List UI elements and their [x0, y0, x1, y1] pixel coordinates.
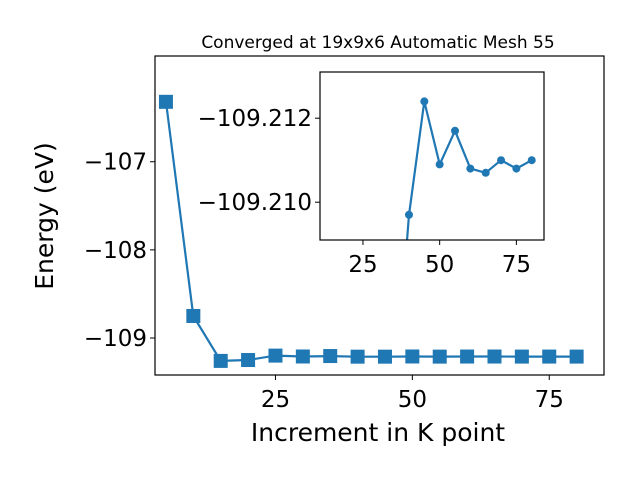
main-x-tick-label: 50: [398, 387, 427, 413]
main-data-point: [377, 349, 392, 364]
inset-data-point: [451, 126, 460, 135]
inset-axis-ticks: 25 50 75 −109.212 −109.210: [198, 106, 531, 278]
main-data-point: [405, 349, 420, 364]
main-data-point: [569, 349, 584, 364]
inset-data-point: [512, 164, 521, 173]
main-data-point: [542, 349, 557, 364]
main-plot-area: [158, 94, 584, 368]
main-data-point: [323, 349, 338, 364]
main-data-point: [432, 349, 447, 364]
main-data-point: [158, 94, 173, 109]
main-plot-frame: [154, 55, 605, 376]
x-axis-label: Increment in K point: [251, 418, 505, 447]
inset-data-point: [420, 97, 429, 106]
inset-data-point: [481, 168, 490, 177]
main-data-point: [514, 349, 529, 364]
main-x-tick-label: 25: [261, 387, 290, 413]
inset-chart: 25 50 75 −109.212 −109.210: [198, 71, 545, 278]
main-y-tick-label: −108: [84, 238, 147, 264]
main-data-point: [460, 349, 475, 364]
inset-background: [320, 72, 544, 240]
y-axis-label: Energy (eV): [30, 142, 59, 289]
main-chart: Converged at 19x9x6 Automatic Mesh 55 25…: [30, 33, 605, 447]
inset-y-tick-label: −109.212: [198, 106, 312, 132]
main-data-point: [213, 353, 228, 368]
inset-data-point: [527, 156, 536, 165]
main-data-point: [186, 308, 201, 323]
inset-data-point: [435, 160, 444, 169]
main-x-tick-label: 75: [535, 387, 564, 413]
main-y-tick-label: −109: [84, 326, 147, 352]
inset-y-tick-label: −109.210: [198, 190, 312, 216]
main-axis-ticks: 25 50 75 −109 −108 −107: [84, 150, 564, 413]
inset-series-line: [405, 100, 533, 240]
main-y-tick-label: −107: [84, 150, 147, 176]
inset-plot-frame: [319, 71, 545, 241]
inset-plot-area: [404, 97, 536, 240]
inset-data-point: [466, 164, 475, 173]
main-series-line: [164, 101, 577, 362]
main-data-point: [487, 349, 502, 364]
inset-x-tick-label: 50: [425, 252, 454, 278]
main-data-point: [350, 349, 365, 364]
inset-data-point: [497, 156, 506, 165]
main-series: [158, 94, 584, 368]
main-data-point: [268, 348, 283, 363]
chart-title: Converged at 19x9x6 Automatic Mesh 55: [201, 33, 554, 53]
inset-x-tick-label: 75: [502, 252, 531, 278]
inset-series: [404, 97, 536, 240]
inset-x-tick-label: 25: [348, 252, 377, 278]
main-data-point: [241, 353, 256, 368]
inset-data-point: [404, 210, 413, 219]
main-data-point: [295, 349, 310, 364]
